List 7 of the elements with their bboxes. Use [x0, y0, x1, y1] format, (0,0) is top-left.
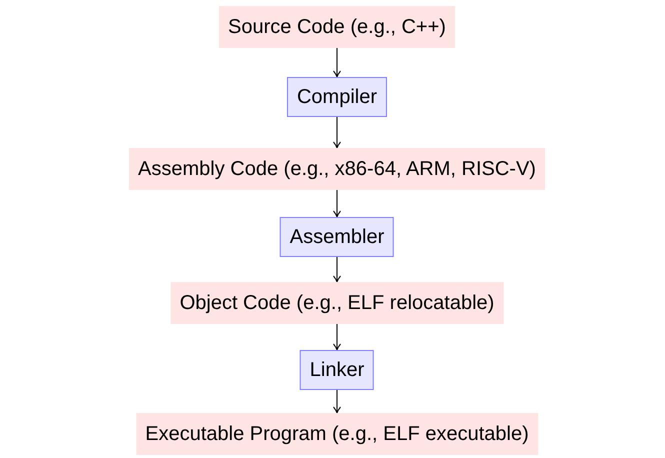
- artifact-box: Object Code (e.g., ELF relocatable): [170, 282, 504, 324]
- artifact-box: Assembly Code (e.g., x86-64, ARM, RISC-V): [129, 148, 545, 190]
- artifact-box: Executable Program (e.g., ELF executable): [136, 413, 538, 455]
- tool-box: Assembler: [280, 217, 394, 257]
- tool-box: Linker: [300, 350, 374, 390]
- artifact-box: Source Code (e.g., C++): [219, 6, 455, 48]
- tool-box: Compiler: [286, 77, 388, 117]
